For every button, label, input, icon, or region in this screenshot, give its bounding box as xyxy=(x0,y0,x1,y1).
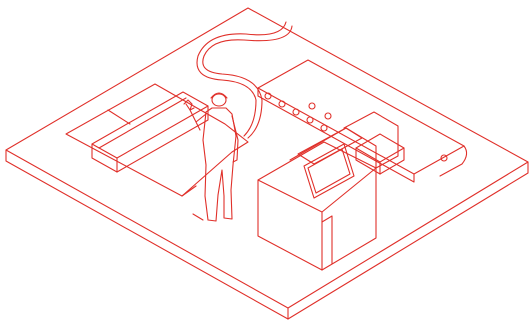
worker-shadow-line xyxy=(193,214,203,220)
platform-top xyxy=(6,8,528,308)
worker-figure xyxy=(184,93,238,221)
worker-other-arm xyxy=(232,116,238,162)
conveyor-item-1 xyxy=(309,103,315,109)
cable-path xyxy=(203,26,292,138)
cable xyxy=(197,22,292,138)
platform-front-left-edge xyxy=(6,150,288,319)
work-table-side xyxy=(117,106,208,172)
floor-outline-diagonal xyxy=(108,110,196,196)
conveyor-items xyxy=(309,103,331,119)
worker-body xyxy=(203,108,236,221)
machine-right-face xyxy=(322,168,376,270)
base-platform xyxy=(6,8,528,319)
conveyor-roller-3 xyxy=(293,109,299,115)
cable-path-2 xyxy=(197,22,286,136)
platform-front-right-edge xyxy=(288,162,528,319)
machine-screen xyxy=(304,144,354,198)
conveyor-roller-2 xyxy=(279,101,285,107)
screen-frame xyxy=(304,144,354,198)
conveyor-roller-5 xyxy=(321,125,327,131)
worker-head xyxy=(212,94,226,106)
conveyor-item-2 xyxy=(325,113,331,119)
conveyor-top xyxy=(258,60,464,174)
machine-top-piece xyxy=(298,128,362,164)
work-table-front xyxy=(92,144,117,172)
machine-door-line xyxy=(322,216,332,264)
machine-roof xyxy=(258,142,376,212)
conveyor-roller-4 xyxy=(307,117,313,123)
